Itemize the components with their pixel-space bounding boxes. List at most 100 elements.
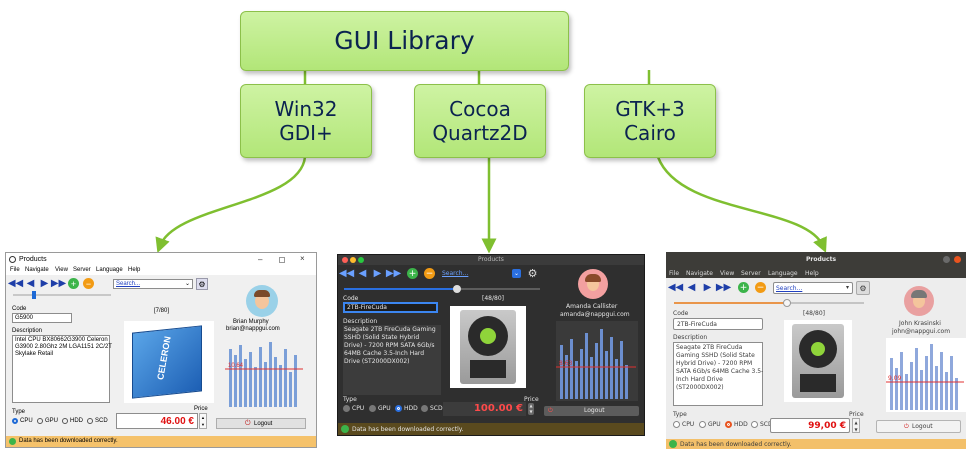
window-title: Products [478, 256, 504, 263]
description-label: Description [12, 328, 43, 334]
user-name: Amanda Callister [566, 303, 618, 310]
radio-cpu[interactable] [343, 405, 350, 412]
search-placeholder: Search... [776, 285, 803, 292]
radio-hdd[interactable] [62, 418, 68, 424]
price-field[interactable]: 100.00 € [443, 402, 526, 416]
status-text: Data has been downloaded correctly. [19, 438, 118, 444]
menu-file[interactable]: File [669, 270, 680, 277]
close-icon[interactable] [954, 256, 961, 263]
slider-thumb[interactable] [32, 291, 36, 299]
code-field[interactable]: 2TB-FireCuda [343, 302, 438, 313]
search-input[interactable]: Search... ▾ [773, 282, 853, 294]
description-field[interactable]: Intel CPU BX80662G3900 Celeron G3900 2.8… [12, 335, 112, 403]
radio-gpu-label: GPU [708, 421, 721, 428]
menu-view[interactable]: View [720, 270, 735, 277]
last-icon[interactable]: ▶▶ [715, 282, 732, 293]
next-icon[interactable]: ▶ [373, 268, 382, 279]
radio-gpu[interactable] [369, 405, 376, 412]
next-icon[interactable]: ▶ [40, 278, 49, 289]
price-value: 100.00 € [473, 403, 523, 414]
radio-gpu[interactable] [699, 421, 706, 428]
zoom-icon[interactable] [358, 257, 364, 263]
code-field[interactable]: G5900 [12, 313, 72, 323]
last-icon[interactable]: ▶▶ [50, 278, 67, 289]
menu-server[interactable]: Server [73, 267, 91, 273]
minimize-icon[interactable] [943, 256, 950, 263]
first-icon[interactable]: ◀◀ [338, 268, 355, 279]
product-image [784, 320, 852, 402]
previous-icon[interactable]: ◀ [358, 268, 367, 279]
radio-cpu[interactable] [673, 421, 680, 428]
menu-help[interactable]: Help [128, 267, 141, 273]
price-stepper[interactable]: ▲▼ [852, 418, 860, 433]
slider-thumb[interactable] [783, 299, 791, 307]
previous-icon[interactable]: ◀ [26, 278, 35, 289]
remove-icon[interactable]: − [755, 282, 766, 293]
menu-server[interactable]: Server [741, 270, 761, 277]
remove-icon[interactable]: − [83, 278, 94, 289]
first-icon[interactable]: ◀◀ [7, 278, 24, 289]
record-slider[interactable] [13, 294, 111, 296]
radio-scd-label: SCD [430, 405, 443, 412]
gear-icon[interactable]: ⚙ [856, 281, 870, 295]
previous-icon[interactable]: ◀ [687, 282, 696, 293]
menu-language[interactable]: Language [96, 267, 123, 273]
remove-icon[interactable]: − [424, 268, 435, 279]
menu-navigate[interactable]: Navigate [25, 267, 49, 273]
price-field[interactable]: 99,00 € [770, 418, 850, 433]
next-icon[interactable]: ▶ [703, 282, 712, 293]
description-line: Skylake Retail [15, 351, 54, 357]
add-icon[interactable]: + [738, 282, 749, 293]
maximize-icon[interactable] [279, 257, 285, 263]
radio-cpu-label: CPU [352, 405, 365, 412]
description-line: Intel CPU BX80662G3900 Celeron [15, 337, 108, 343]
menu-help[interactable]: Help [805, 270, 819, 277]
code-field[interactable]: 2TB-FireCuda [673, 318, 763, 330]
radio-hdd[interactable] [725, 421, 732, 428]
chevron-down-icon[interactable]: ▾ [845, 284, 849, 291]
code-label: Code [673, 310, 689, 317]
menu-language[interactable]: Language [768, 270, 798, 277]
price-stepper[interactable]: ▲▼ [528, 403, 534, 415]
minimize-icon[interactable] [350, 257, 356, 263]
add-icon[interactable]: + [407, 268, 418, 279]
description-field[interactable]: Seagate 2TB FireCuda Gaming SSHD (Solid … [673, 342, 763, 406]
price-label: Price [849, 411, 864, 418]
minimize-icon[interactable]: – [258, 255, 263, 264]
gear-icon[interactable]: ⚙ [196, 278, 208, 290]
search-input[interactable]: Search... [442, 270, 469, 277]
radio-hdd[interactable] [395, 405, 402, 412]
price-stepper[interactable]: ▲▼ [199, 413, 207, 429]
close-icon[interactable]: × [300, 254, 305, 263]
first-icon[interactable]: ◀◀ [667, 282, 684, 293]
logout-label: Logout [254, 421, 273, 427]
logout-button[interactable]: ⏻ Logout [216, 418, 306, 429]
radio-scd[interactable] [87, 418, 93, 424]
search-input[interactable]: Search... ⌄ [113, 279, 193, 289]
price-field[interactable]: 46.00 € [116, 413, 198, 429]
logout-button[interactable]: ⏻ Logout [544, 406, 639, 416]
description-line: Seagate 2TB FireCuda Gaming [344, 326, 436, 333]
menu-view[interactable]: View [55, 267, 68, 273]
search-placeholder: Search... [116, 281, 141, 287]
radio-gpu[interactable] [37, 418, 43, 424]
radio-cpu[interactable] [12, 418, 18, 424]
close-icon[interactable] [342, 257, 348, 263]
logout-button[interactable]: ⏻ Logout [876, 420, 961, 433]
radio-scd[interactable] [751, 421, 758, 428]
radio-scd[interactable] [421, 405, 428, 412]
sales-chart: 9,09 [886, 338, 966, 412]
menu-navigate[interactable]: Navigate [686, 270, 713, 277]
gear-icon[interactable]: ⚙ [527, 267, 538, 280]
chevron-down-icon[interactable]: ⌄ [184, 281, 190, 287]
logout-label: Logout [912, 423, 933, 430]
add-icon[interactable]: + [68, 278, 79, 289]
menu-file[interactable]: File [10, 267, 20, 273]
chevron-down-icon[interactable]: ⌄ [512, 269, 521, 278]
last-icon[interactable]: ▶▶ [385, 268, 402, 279]
description-line: SSHD (Solid State Hybrid [344, 334, 420, 341]
code-value: 2TB-FireCuda [677, 321, 717, 328]
slider-thumb[interactable] [453, 285, 461, 293]
window-title: Products [19, 256, 47, 263]
description-field[interactable]: Seagate 2TB FireCuda Gaming SSHD (Solid … [343, 325, 441, 395]
